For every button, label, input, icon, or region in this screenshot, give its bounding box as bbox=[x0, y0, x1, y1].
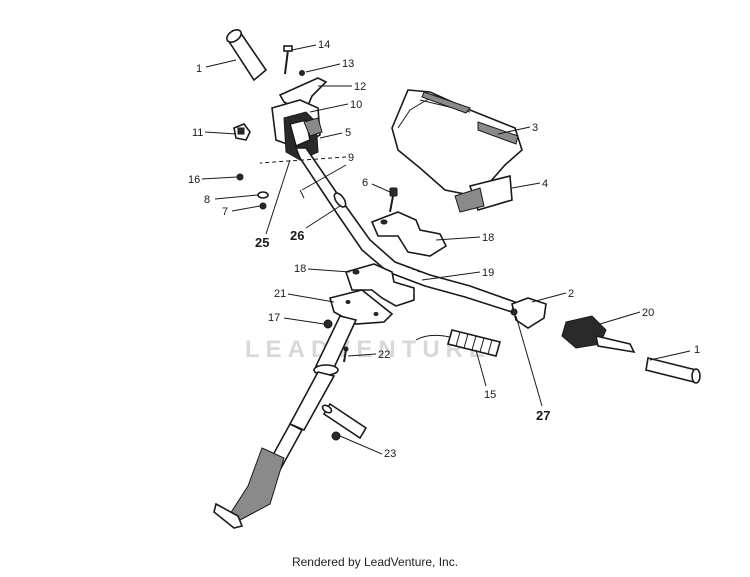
shaft-pin-part[interactable] bbox=[321, 402, 368, 441]
control-housing-part[interactable] bbox=[271, 99, 323, 161]
clamp-upper-part[interactable] bbox=[370, 211, 448, 257]
nut-small-part[interactable] bbox=[299, 70, 305, 76]
clamp-lower-part[interactable] bbox=[344, 263, 415, 307]
callout-15: 15 bbox=[484, 389, 496, 401]
callout-27: 27 bbox=[536, 408, 550, 423]
callout-22: 22 bbox=[378, 349, 390, 361]
callout-13: 13 bbox=[342, 58, 354, 70]
callout-19: 19 bbox=[482, 267, 494, 279]
callout-23: 23 bbox=[384, 448, 396, 460]
nut-17-part[interactable] bbox=[323, 319, 333, 329]
callout-11: 11 bbox=[192, 127, 203, 139]
callout-4: 4 bbox=[542, 178, 548, 190]
callout-25: 25 bbox=[255, 235, 269, 250]
footer-credit: Rendered by LeadVenture, Inc. bbox=[291, 555, 459, 569]
callout-26: 26 bbox=[290, 228, 304, 243]
panel-bracket-part[interactable] bbox=[454, 174, 513, 213]
callout-9: 9 bbox=[348, 152, 354, 164]
callout-10: 10 bbox=[350, 99, 362, 111]
callout-8: 8 bbox=[204, 194, 210, 206]
callout-6: 6 bbox=[362, 177, 368, 189]
pin-part[interactable] bbox=[283, 45, 293, 75]
callout-18-lower: 18 bbox=[294, 263, 306, 275]
callout-12: 12 bbox=[354, 81, 366, 93]
mount-plate-part[interactable] bbox=[329, 289, 394, 325]
right-control-part[interactable] bbox=[561, 315, 636, 354]
washer-part[interactable] bbox=[257, 191, 269, 199]
callout-labels: 1 14 13 12 10 5 11 9 16 8 7 6 25 26 3 4 … bbox=[188, 39, 700, 460]
callout-3: 3 bbox=[532, 122, 538, 134]
callout-1-top: 1 bbox=[196, 63, 202, 75]
leader-lines bbox=[201, 44, 691, 455]
watermark-text: LEADVENTURE bbox=[245, 336, 491, 363]
callout-18-upper: 18 bbox=[482, 232, 494, 244]
callout-20: 20 bbox=[642, 307, 654, 319]
hood-cover-part[interactable] bbox=[391, 89, 523, 196]
steering-column-part[interactable] bbox=[213, 315, 358, 529]
callout-16: 16 bbox=[188, 174, 200, 186]
bolt-22-part[interactable] bbox=[343, 346, 349, 363]
callout-17: 17 bbox=[268, 312, 280, 324]
callout-5: 5 bbox=[345, 127, 351, 139]
callout-1-right: 1 bbox=[694, 344, 700, 356]
bolt-6-part[interactable] bbox=[389, 187, 398, 213]
grip-right-part[interactable] bbox=[645, 357, 701, 384]
spring-part[interactable] bbox=[415, 329, 501, 357]
callout-2: 2 bbox=[568, 288, 574, 300]
screw-9-part[interactable] bbox=[299, 189, 305, 199]
brake-lever-part[interactable] bbox=[510, 297, 547, 329]
clip-part[interactable] bbox=[233, 123, 251, 141]
nut-16-part[interactable] bbox=[236, 173, 244, 181]
grip-left-part[interactable] bbox=[225, 27, 268, 82]
callout-21: 21 bbox=[274, 288, 286, 300]
callout-14: 14 bbox=[318, 39, 330, 51]
callout-7: 7 bbox=[222, 206, 228, 218]
nut-7-part[interactable] bbox=[259, 202, 267, 210]
